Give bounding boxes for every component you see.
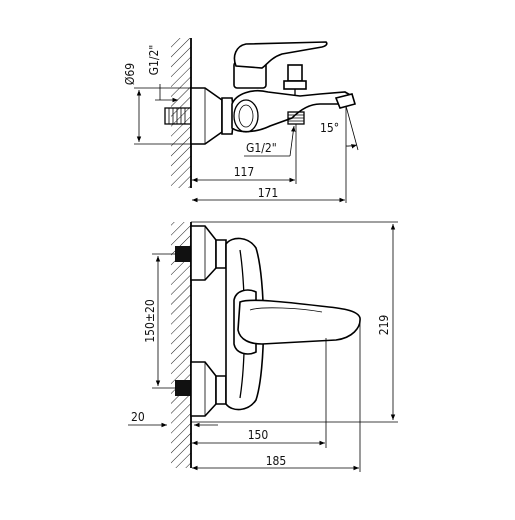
wall-hatch-front (171, 222, 191, 468)
escutcheon-top (190, 87, 223, 145)
dim-150: 150 (248, 428, 269, 442)
side-view: 15° Ø69 G1/2" G1/2" 117 171 (123, 38, 359, 203)
escutcheon-lower (190, 361, 217, 417)
lever-handle-top (233, 41, 328, 69)
escutcheon-upper (190, 225, 217, 281)
inlet-upper (175, 246, 191, 262)
angle-arc (345, 105, 359, 151)
dim-185: 185 (266, 454, 287, 468)
dim-diameter: Ø69 (123, 63, 137, 85)
diverter-knob-top (287, 64, 303, 82)
front-view: 150±20 20 150 185 219 (128, 221, 398, 472)
dim-20: 20 (131, 410, 145, 424)
dim-171: 171 (258, 186, 279, 200)
dim-219: 219 (377, 315, 391, 336)
spout-top (334, 93, 357, 109)
dim-thread-wall: G1/2" (147, 45, 161, 76)
inlet-lower (175, 380, 191, 396)
dim-thread-spout: G1/2" (246, 141, 277, 155)
mixer-body-top (231, 89, 353, 133)
dim-spacing: 150±20 (143, 299, 157, 343)
dim-117: 117 (234, 165, 255, 179)
lever-handle-front (237, 299, 361, 345)
angle-label: 15° (320, 121, 339, 135)
